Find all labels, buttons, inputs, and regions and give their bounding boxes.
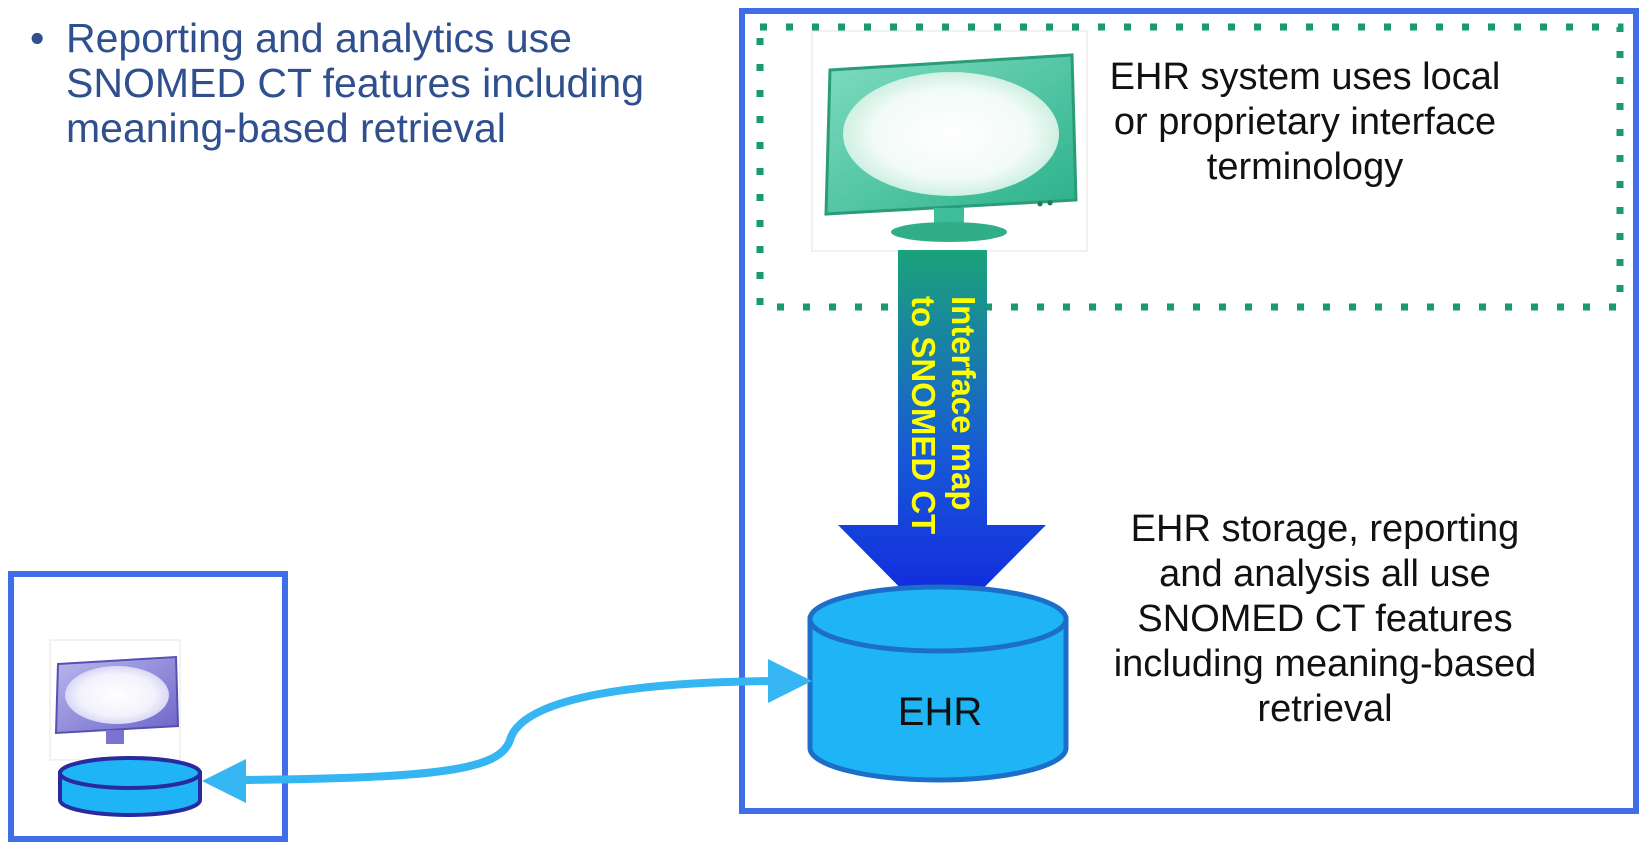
monitor-icon bbox=[49, 639, 181, 761]
database-icon bbox=[58, 756, 202, 817]
arrow-label-line2: to SNOMED CT bbox=[905, 296, 942, 534]
arrow-label-line1: Interface map bbox=[945, 296, 982, 511]
interface-terminology-label: EHR system uses local or proprietary int… bbox=[1109, 56, 1501, 188]
ehr-system-box bbox=[739, 8, 1639, 814]
database-icon bbox=[807, 584, 1069, 783]
monitor-icon bbox=[811, 30, 1088, 252]
database-label: EHR bbox=[897, 690, 983, 734]
interface-map-arrow: Interface map to SNOMED CT bbox=[838, 250, 1046, 630]
ehr-storage-label: EHR storage, reporting and analysis all … bbox=[1113, 508, 1537, 730]
client-system-box bbox=[8, 571, 288, 842]
bullet-point: • Reporting and analytics use SNOMED CT … bbox=[30, 16, 670, 151]
double-arrow-icon bbox=[202, 659, 812, 803]
bullet-text: Reporting and analytics use SNOMED CT fe… bbox=[66, 15, 645, 151]
bullet-marker: • bbox=[30, 15, 45, 61]
